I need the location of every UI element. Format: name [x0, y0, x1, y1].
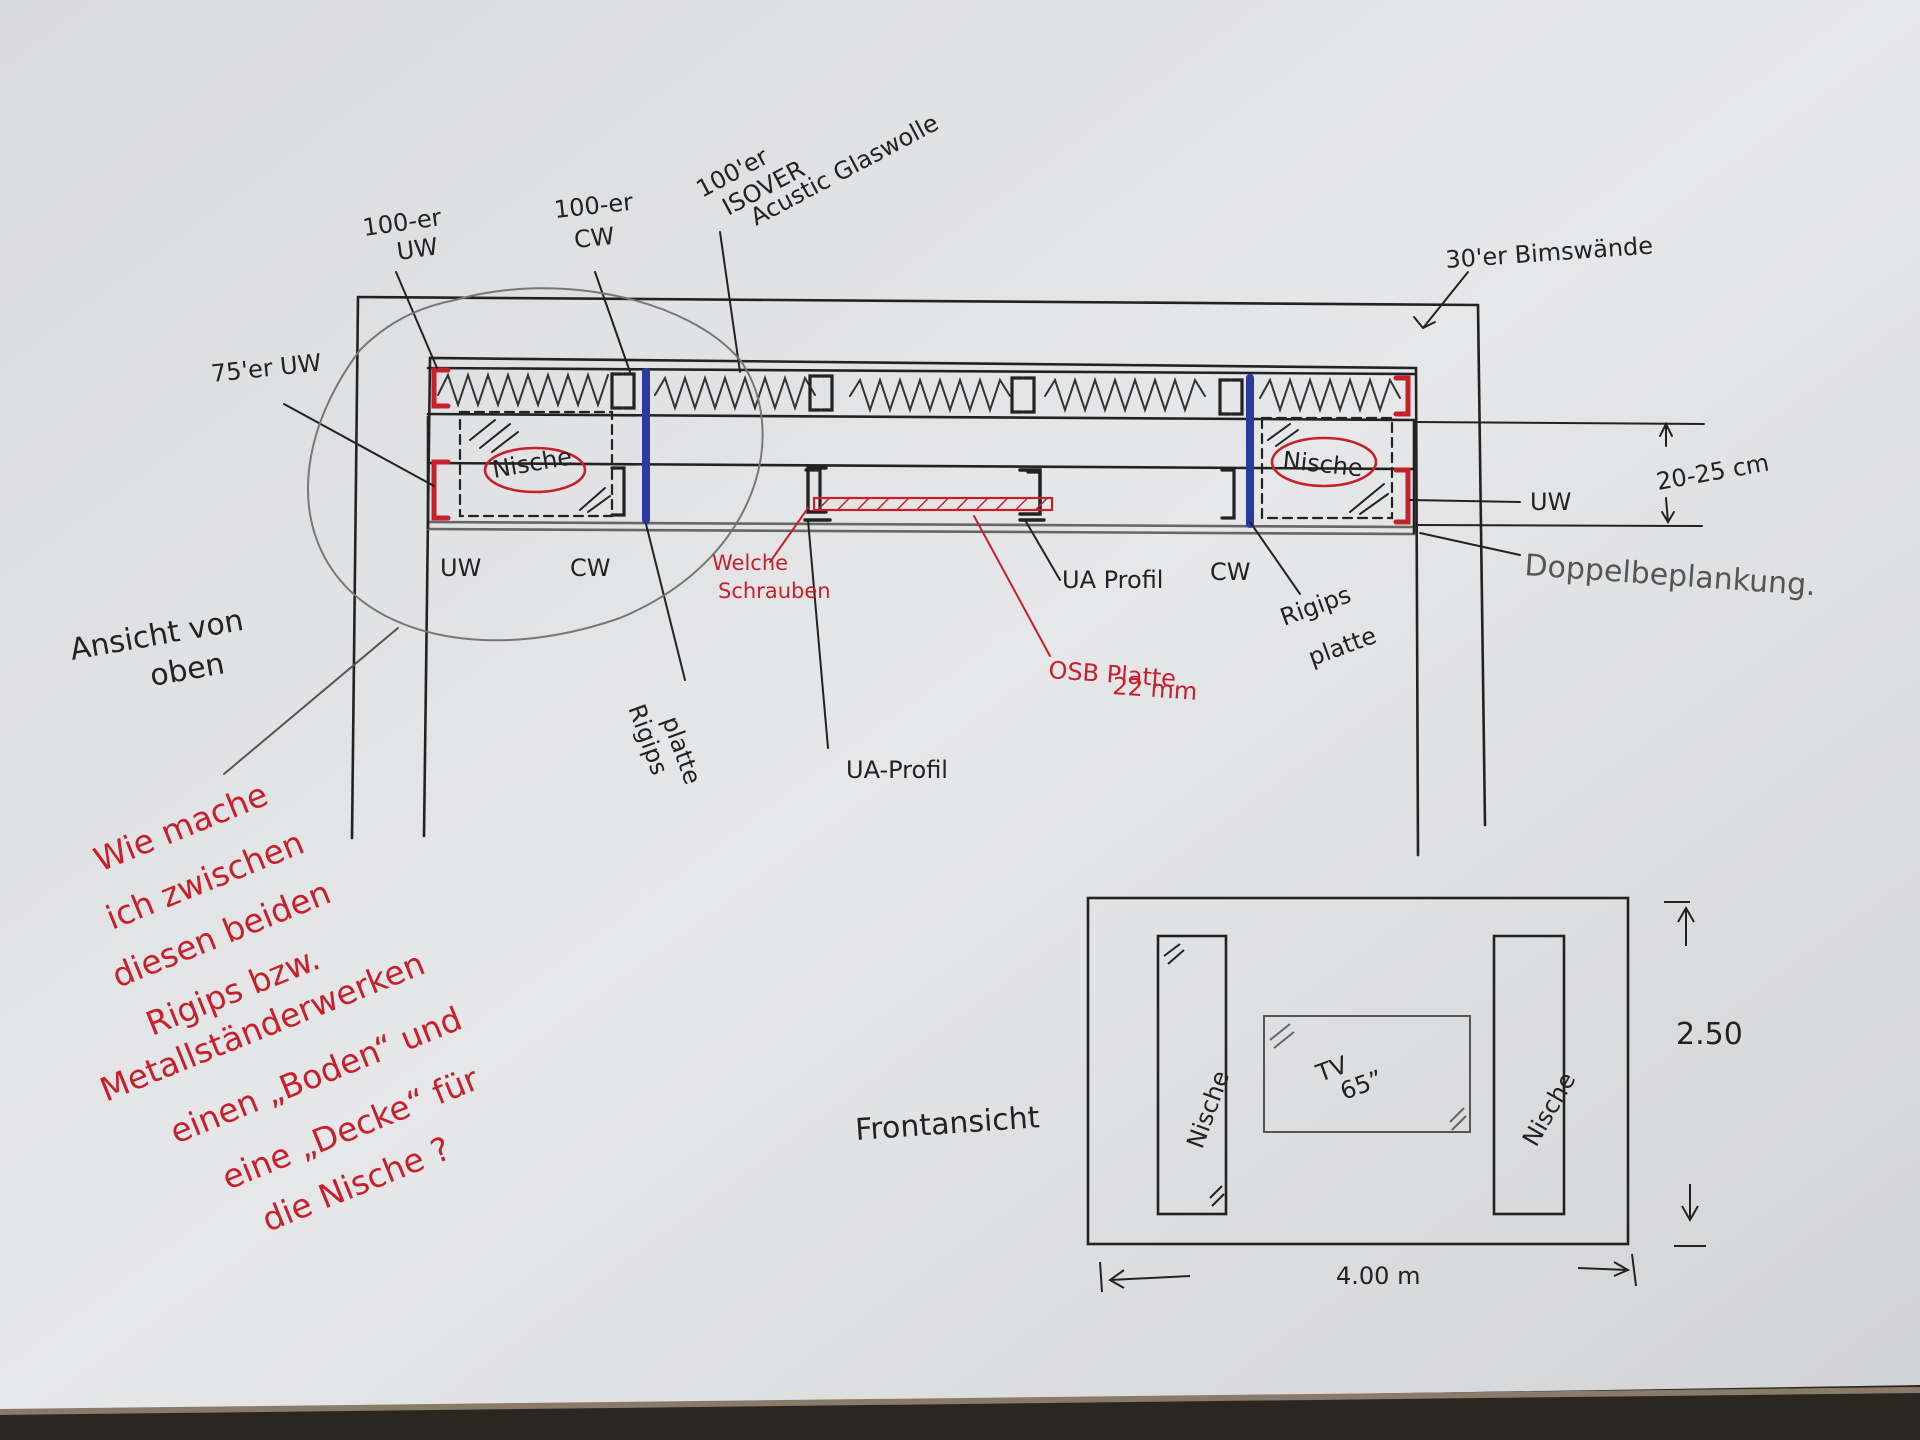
label-uw-bottom: UW: [440, 554, 481, 582]
label-ua-profil-right: UA Profil: [1062, 566, 1163, 594]
label-welche-schrauben-line2: Schrauben: [718, 579, 831, 603]
plan-left-labels: 75'er UW UW CW Rigips platte: [210, 349, 707, 788]
label-height-250: 2.50: [1676, 1017, 1743, 1052]
label-welche-schrauben-line1: Welche: [712, 551, 788, 575]
label-cw-right: CW: [1210, 558, 1251, 586]
front-view-drawing: [1086, 896, 1706, 1293]
label-ua-profil-bottom: UA-Profil: [846, 756, 948, 784]
highlight-circle: [307, 287, 764, 642]
niche-hatching: [469, 419, 1389, 515]
uw-profiles: [431, 367, 1411, 525]
cw-profiles-row: [610, 372, 1244, 520]
red-leader-lines: [769, 507, 1051, 657]
niche-boxes: [458, 410, 1394, 520]
front-niche-left: [1156, 934, 1228, 1216]
bims-walls: [350, 295, 1487, 857]
plan-view-drawing: [223, 231, 1705, 857]
wall-layers: [426, 366, 1416, 536]
leader-lines: [223, 231, 1705, 775]
label-cw-bottom: CW: [570, 554, 611, 582]
front-hatch-marks: [1163, 943, 1467, 1207]
label-width-400: 4.00 m: [1336, 1262, 1420, 1290]
label-cw-100-line2: CW: [573, 222, 616, 254]
insulation-zigzag: [437, 371, 1401, 414]
front-dimension-lines: [1099, 901, 1706, 1293]
label-uw-100-line2: UW: [395, 232, 440, 265]
front-niche-right: [1492, 934, 1566, 1216]
front-tv: [1263, 1015, 1471, 1133]
niche-red-circles: [483, 436, 1378, 494]
label-osb-line2: 22 mm: [1112, 672, 1199, 706]
osb-board: [812, 496, 1054, 512]
front-wall-outline: [1086, 896, 1630, 1246]
label-uw-right: UW: [1530, 488, 1571, 516]
rigips-boards: [642, 368, 1254, 528]
